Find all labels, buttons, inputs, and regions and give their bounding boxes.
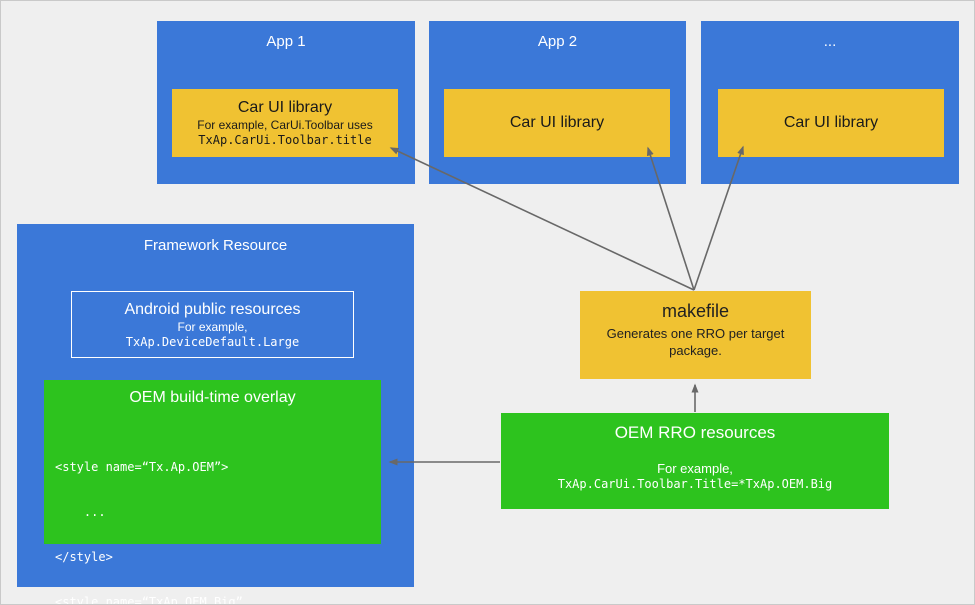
car-ui-library-example: For example, CarUi.Toolbar uses: [197, 118, 373, 132]
android-public-resources-example-label: For example,: [177, 320, 248, 334]
app-more-box: ... Car UI library: [701, 21, 959, 184]
oem-build-time-overlay-box: OEM build-time overlay <style name=“Tx.A…: [44, 380, 381, 604]
makefile-title: makefile: [661, 301, 730, 321]
makefile-box: makefile Generates one RRO per target pa…: [580, 291, 811, 379]
code-line: </style>: [55, 550, 113, 564]
app2-title: App 2: [537, 33, 578, 50]
app-more-title: ...: [823, 33, 837, 50]
app1-car-ui-library-box: Car UI library For example, CarUi.Toolba…: [172, 89, 398, 157]
car-ui-library-title: Car UI library: [237, 99, 333, 116]
car-ui-library-title: Car UI library: [783, 114, 879, 131]
oem-rro-example-label: For example,: [657, 461, 733, 476]
app2-car-ui-library-box: Car UI library: [444, 89, 670, 157]
android-public-resources-box: Android public resources For example, Tx…: [71, 291, 354, 358]
car-ui-library-title: Car UI library: [509, 114, 605, 131]
makefile-description: Generates one RRO per target package.: [606, 326, 785, 358]
framework-resource-title: Framework Resource: [143, 237, 288, 254]
oem-rro-resources-box: OEM RRO resources For example, TxAp.CarU…: [501, 413, 889, 509]
framework-resource-box: Framework Resource Android public resour…: [17, 224, 414, 604]
oem-build-time-overlay-title: OEM build-time overlay: [129, 389, 296, 406]
code-line: ...: [55, 505, 106, 519]
android-public-resources-title: Android public resources: [124, 301, 301, 318]
oem-overlay-code-block: <style name=“Tx.Ap.OEM”> ... </style> <s…: [55, 430, 243, 605]
app1-box: App 1 Car UI library For example, CarUi.…: [157, 21, 415, 184]
app1-title: App 1: [266, 33, 306, 50]
oem-rro-resources-title: OEM RRO resources: [614, 423, 776, 442]
android-public-resources-example-code: TxAp.DeviceDefault.Large: [125, 335, 300, 349]
app-more-car-ui-library-box: Car UI library: [718, 89, 944, 157]
oem-rro-example-code: TxAp.CarUi.Toolbar.Title=*TxAp.OEM.Big: [557, 477, 833, 491]
code-line: <style name=“TxAp.OEM.Big”: [55, 595, 243, 605]
app2-box: App 2 Car UI library: [429, 21, 686, 184]
car-ui-library-example-code: TxAp.CarUi.Toolbar.title: [198, 133, 372, 147]
code-line: <style name=“Tx.Ap.OEM”>: [55, 460, 229, 474]
